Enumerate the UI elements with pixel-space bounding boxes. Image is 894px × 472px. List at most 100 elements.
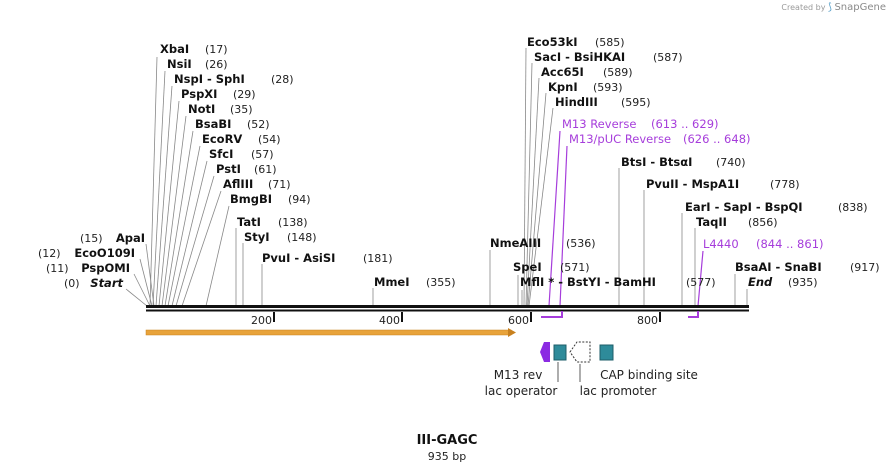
primer-labels: M13 Reverse (613 .. 629) M13/pUC Reverse… xyxy=(562,117,824,251)
enzyme-label: HindIII xyxy=(555,95,598,109)
primer-binding-marks xyxy=(541,311,699,318)
snapgene-credit: Created by ⟆ SnapGene xyxy=(781,2,886,13)
enzyme-position: (778) xyxy=(770,178,800,191)
primer-connectors xyxy=(548,130,704,307)
ruler-tick-label: 800 xyxy=(637,314,658,327)
enzyme-connectors-left xyxy=(125,56,374,307)
start-label: Start xyxy=(90,276,123,290)
enzyme-label: BtsI - BtsαI xyxy=(621,155,692,169)
primer-range: (844 .. 861) xyxy=(756,237,824,251)
m13-rev-feature-arrow xyxy=(540,342,550,362)
enzyme-position: (935) xyxy=(788,276,818,289)
orf-arrow xyxy=(145,328,516,337)
enzyme-position: (571) xyxy=(560,261,590,274)
enzyme-position: (54) xyxy=(258,133,281,146)
lac-promoter-feature xyxy=(569,341,591,363)
lac-operator-feature xyxy=(553,344,567,361)
enzyme-position: (587) xyxy=(653,51,683,64)
enzyme-label: Eco53kI xyxy=(527,35,578,49)
enzyme-label: BsaAI - SnaBI xyxy=(735,260,822,274)
features-track xyxy=(540,341,614,382)
enzyme-label: XbaI xyxy=(160,42,189,56)
enzyme-label: SacI - BsiHKAI xyxy=(534,50,625,64)
enzyme-position: (26) xyxy=(205,58,228,71)
enzyme-label: TatI xyxy=(237,215,261,229)
cap-binding-site-feature xyxy=(599,344,614,361)
enzyme-label: SpeI xyxy=(513,260,542,274)
enzyme-position: (917) xyxy=(850,261,880,274)
primer-m13-reverse-label: M13 Reverse xyxy=(562,117,636,131)
enzyme-label: StyI xyxy=(244,230,270,244)
feature-label-cap-binding-site: CAP binding site xyxy=(600,368,698,382)
sequence-name: III-GAGC xyxy=(416,433,478,448)
enzyme-label: PvuII - MspA1I xyxy=(646,177,739,191)
sequence-backbone xyxy=(146,305,749,312)
enzyme-label: EarI - SapI - BspQI xyxy=(685,200,803,214)
primer-range: (626 .. 648) xyxy=(683,132,751,146)
enzyme-position: (585) xyxy=(595,36,625,49)
enzyme-label: Acc65I xyxy=(541,65,584,79)
enzyme-position: (29) xyxy=(233,88,256,101)
enzyme-position: (838) xyxy=(838,201,868,214)
enzyme-position: (52) xyxy=(247,118,270,131)
ruler-labels: 200 400 600 800 xyxy=(251,314,658,327)
enzyme-position: (12) xyxy=(38,247,61,260)
enzyme-position: (138) xyxy=(278,216,308,229)
credit-prefix: Created by xyxy=(781,3,826,12)
enzyme-position: (593) xyxy=(593,81,623,94)
feature-labels: M13 rev lac operator lac promoter CAP bi… xyxy=(485,368,698,398)
enzyme-position: (181) xyxy=(363,252,393,265)
enzyme-position: (148) xyxy=(287,231,317,244)
enzyme-connectors-right xyxy=(489,47,748,307)
enzyme-positions-right: (585) (587) (589) (593) (595) (536) (571… xyxy=(560,36,880,289)
primer-m13-puc-reverse-label: M13/pUC Reverse xyxy=(569,132,671,146)
enzyme-position: (15) xyxy=(80,232,103,245)
feature-label-lac-promoter: lac promoter xyxy=(580,384,657,398)
enzyme-position: (61) xyxy=(254,163,277,176)
enzyme-label: TaqII xyxy=(696,215,727,229)
enzyme-label: ApaI xyxy=(116,231,145,245)
ruler-tick-label: 600 xyxy=(508,314,529,327)
enzyme-label: EcoRV xyxy=(202,132,242,146)
enzyme-labels-right: Eco53kI SacI - BsiHKAI Acc65I KpnI HindI… xyxy=(490,35,822,289)
enzyme-label: BsaBI xyxy=(195,117,231,131)
ruler-tick-label: 200 xyxy=(251,314,272,327)
enzyme-position: (28) xyxy=(271,73,294,86)
enzyme-label: EcoO109I xyxy=(74,246,135,260)
enzyme-position: (856) xyxy=(748,216,778,229)
enzyme-label: NotI xyxy=(188,102,215,116)
snapgene-logo-icon: ⟆ xyxy=(827,2,832,13)
enzyme-label: PspXI xyxy=(181,87,217,101)
enzyme-label: NsiI xyxy=(167,57,192,71)
enzyme-position: (595) xyxy=(621,96,651,109)
enzyme-position: (536) xyxy=(566,237,596,250)
enzyme-positions-left: (17) (26) (28) (29) (35) (52) (54) (57) … xyxy=(38,43,456,290)
enzyme-position: (589) xyxy=(603,66,633,79)
end-label: End xyxy=(748,275,773,289)
enzyme-label: MmeI xyxy=(374,275,410,289)
enzyme-position: (11) xyxy=(46,262,69,275)
sequence-length: 935 bp xyxy=(427,450,467,463)
enzyme-labels-left: XbaI NsiI NspI - SphI PspXI NotI BsaBI E… xyxy=(74,42,409,290)
enzyme-label: NspI - SphI xyxy=(174,72,245,86)
enzyme-label: SfcI xyxy=(209,147,233,161)
enzyme-position: (17) xyxy=(205,43,228,56)
primer-range: (613 .. 629) xyxy=(651,117,719,131)
enzyme-position: (71) xyxy=(268,178,291,191)
primer-l4440-label: L4440 xyxy=(703,237,739,251)
feature-label-lac-operator: lac operator xyxy=(485,384,558,398)
enzyme-label: BmgBI xyxy=(230,192,272,206)
enzyme-label: PvuI - AsiSI xyxy=(262,251,335,265)
enzyme-label: PstI xyxy=(216,162,241,176)
enzyme-position: (577) xyxy=(686,276,716,289)
enzyme-position: (355) xyxy=(426,276,456,289)
feature-label-m13-rev: M13 rev xyxy=(494,368,543,382)
enzyme-position: (94) xyxy=(288,193,311,206)
enzyme-label: KpnI xyxy=(548,80,578,94)
credit-brand: SnapGene xyxy=(834,2,886,13)
enzyme-position: (740) xyxy=(716,156,746,169)
enzyme-label: MflI * - BstYI - BamHI xyxy=(520,275,656,289)
enzyme-position: (35) xyxy=(230,103,253,116)
ruler-tick-label: 400 xyxy=(379,314,400,327)
